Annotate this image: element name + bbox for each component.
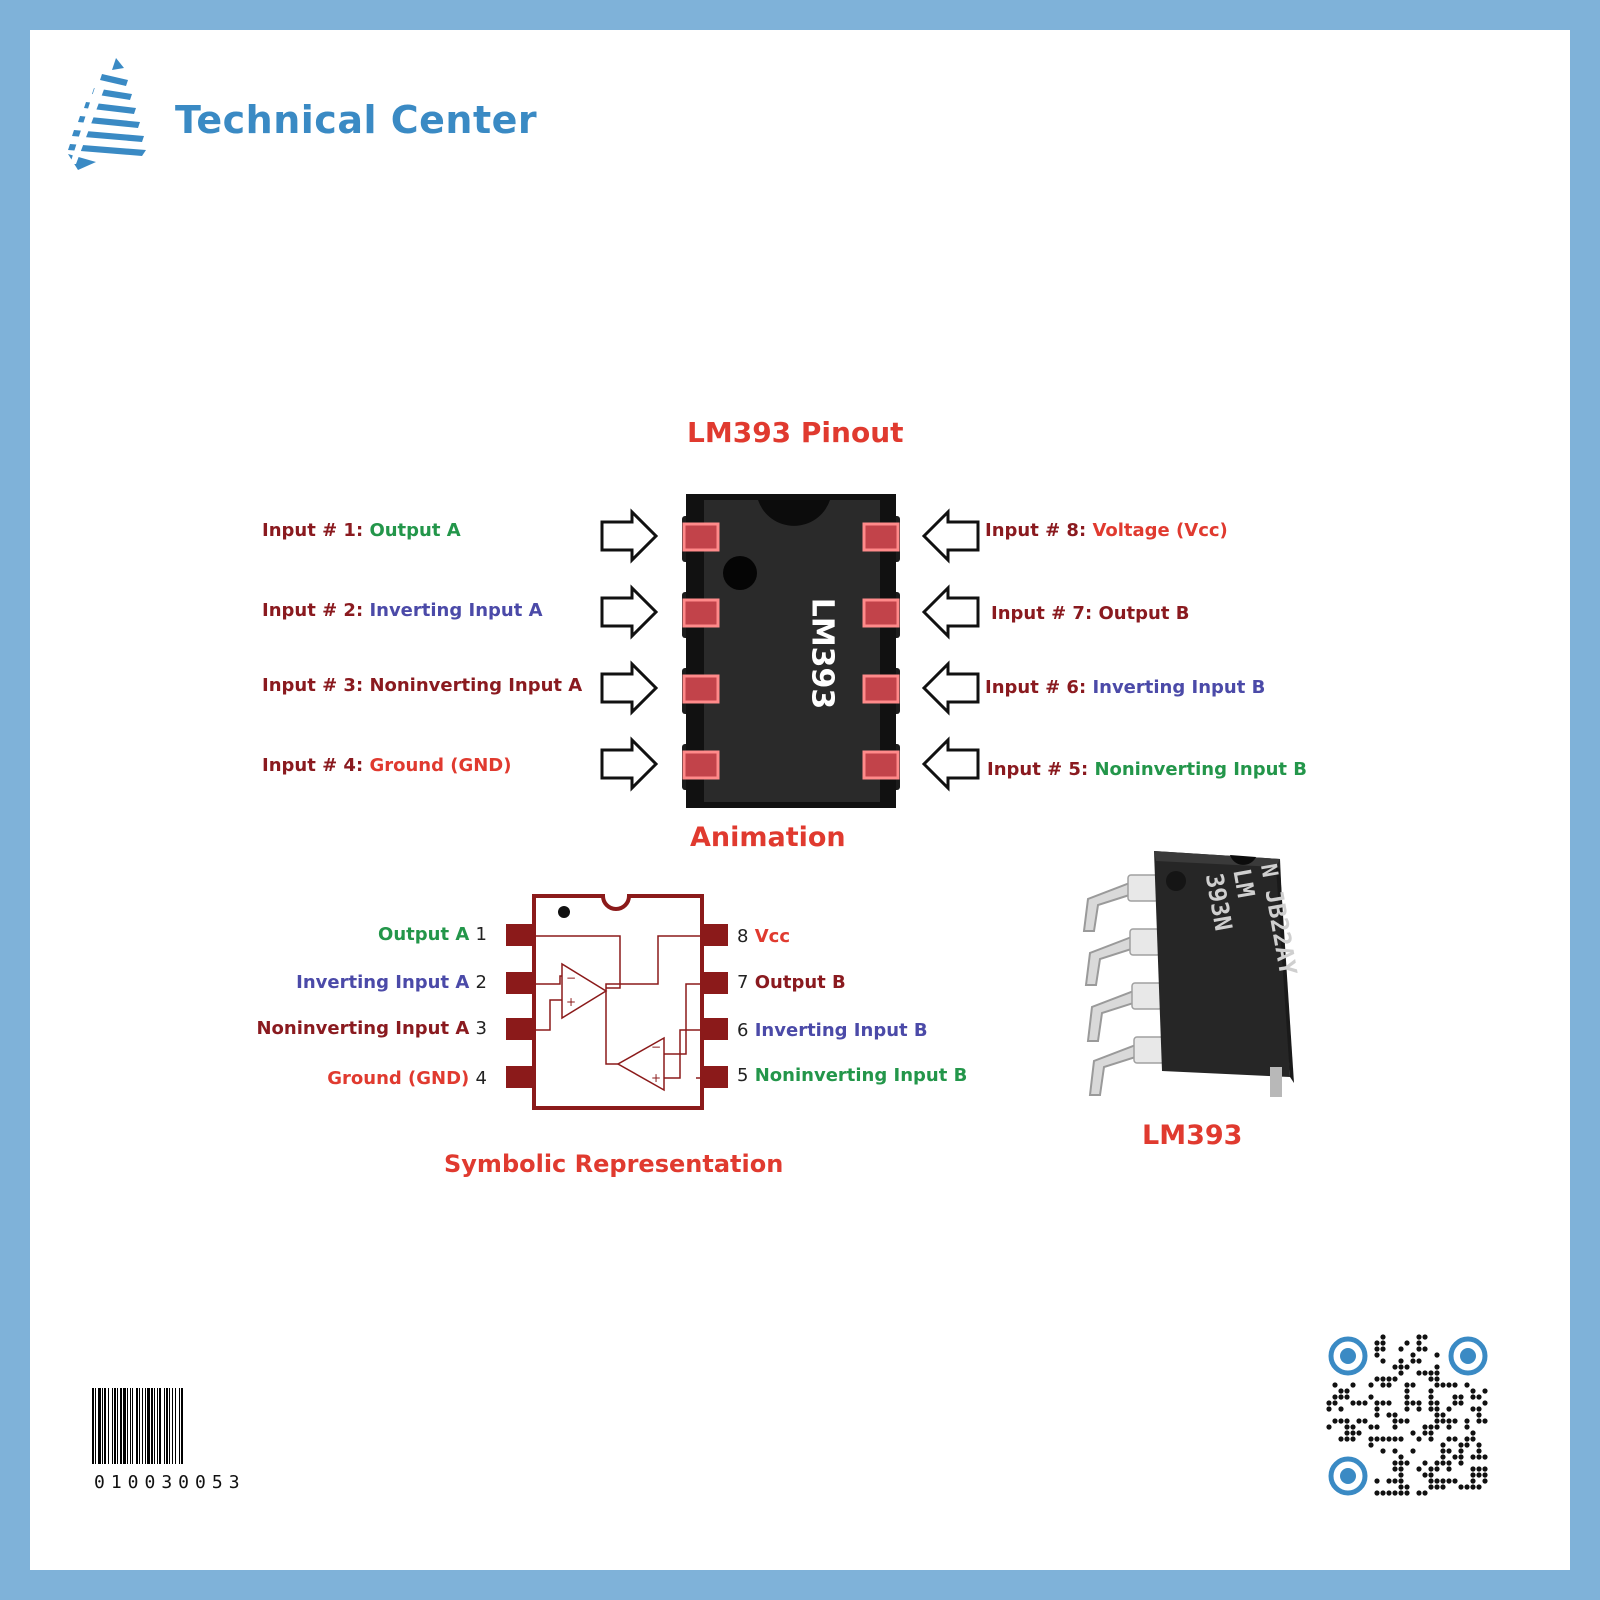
sym-ground: Ground (GND) 4 (327, 1068, 487, 1089)
sym-inverting-input-a: Inverting Input A 2 (296, 972, 487, 993)
opamp-a-minus: − (566, 971, 576, 985)
opamp-a-plus: + (566, 995, 576, 1009)
symbolic-ic-diagram: − + − + (506, 894, 728, 1110)
pin-6-label: Input # 6: Inverting Input B (985, 677, 1266, 698)
pin-7-label: Input # 7: Output B (991, 603, 1190, 624)
pin-highlights (682, 522, 900, 780)
sym-inverting-input-b: 6 Inverting Input B (737, 1020, 928, 1041)
barcode-icon (92, 1388, 183, 1464)
sym-noninverting-input-b: 5 Noninverting Input B (737, 1065, 968, 1086)
lm393-chip-diagram (600, 494, 980, 808)
barcode-digits: 010030053 (94, 1472, 246, 1493)
qr-code-icon (1326, 1334, 1488, 1496)
pin-2-label: Input # 2: Inverting Input A (262, 600, 543, 621)
sym-output-a: Output A 1 (378, 924, 487, 945)
sym-vcc: 8 Vcc (737, 926, 791, 947)
pin-1-label: Input # 1: Output A (262, 520, 461, 541)
symbolic-caption: Symbolic Representation (444, 1150, 784, 1178)
opamp-b-minus: − (651, 1040, 661, 1054)
brand-name: Technical Center (175, 98, 538, 142)
photo-caption: LM393 (1142, 1120, 1243, 1151)
left-arrows (600, 508, 659, 792)
lm393-photo: N JB22AY LM 393N (1082, 851, 1302, 1097)
maker-logo-icon: N (1255, 862, 1282, 879)
pin-4-label: Input # 4: Ground (GND) (262, 755, 512, 776)
photo-marking-2: LM (1227, 866, 1260, 899)
sym-noninverting-input-a: Noninverting Input A 3 (256, 1018, 487, 1039)
pinout-title: LM393 Pinout (687, 416, 904, 449)
right-arrows (921, 508, 980, 792)
page-frame: Technical Center LM393 Pinout (30, 30, 1570, 1570)
pin-5-label: Input # 5: Noninverting Input B (987, 759, 1308, 780)
sym-output-b: 7 Output B (737, 972, 846, 993)
pin-3-label: Input # 3: Noninverting Input A (262, 675, 583, 696)
chip-marking: LM393 (804, 597, 840, 710)
stacked-chevron-logo-icon (68, 58, 146, 170)
animation-caption: Animation (690, 822, 846, 853)
pin-8-label: Input # 8: Voltage (Vcc) (985, 520, 1228, 541)
opamp-b-plus: + (651, 1071, 661, 1085)
